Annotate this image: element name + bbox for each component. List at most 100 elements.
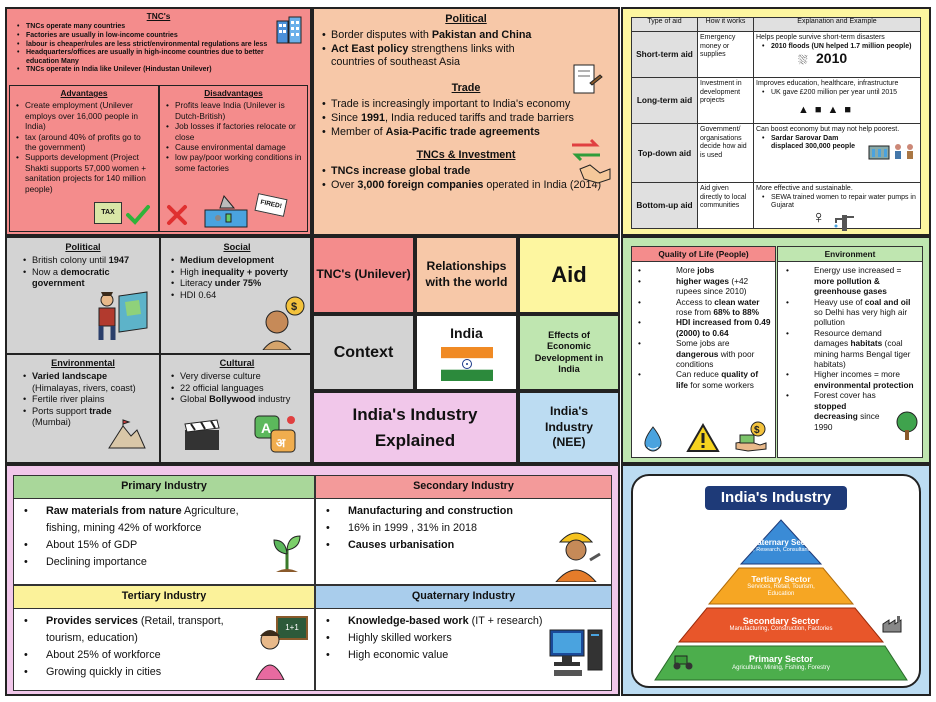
female-symbol-icon: ♀ (812, 206, 826, 227)
primary-point: About 15% of GDP (24, 537, 264, 554)
tncs-point: labour is cheaper/rules are less strict/… (17, 41, 272, 50)
pyramid-level-desc: Agriculture, Mining, Fishing, Forestry (732, 665, 830, 671)
hub-title[interactable]: India's Industry Explained (312, 391, 518, 464)
tnc-investment-point: TNCs increase global trade (322, 165, 610, 179)
advantages-points: Create employment (Unilever employs over… (10, 98, 158, 194)
hub-relationships[interactable]: Relationships with the world (415, 236, 518, 314)
quality-point: Some jobs are dangerous with poor condit… (638, 338, 771, 369)
factory-icon (882, 616, 902, 633)
relationships-tnc-points: TNCs increase global trade Over 3,000 fo… (314, 163, 618, 193)
aid-how: Government/ organisations decide how aid… (697, 123, 754, 183)
hub-effects[interactable]: Effects of Economic Development in India (518, 314, 620, 391)
context-social-point: High inequality + poverty (171, 267, 309, 279)
aid-row: Short-term aid Emergency money or suppli… (631, 30, 921, 79)
pyramid-level-quaternary: Quaternary Sector IT, Research, Consulta… (741, 538, 821, 554)
secondary-point: Causes urbanisation (326, 537, 551, 554)
environment-point: Higher incomes = more environmental prot… (786, 369, 918, 390)
secondary-point: Manufacturing and construction (326, 503, 551, 520)
disadvantage-point: low pay/poor working conditions in some … (166, 152, 303, 173)
context-social-points: Medium development High inequality + pov… (161, 253, 310, 301)
cross-icon (167, 205, 187, 225)
context-social: Social Medium development High inequalit… (161, 242, 310, 301)
effects-panel: Quality of Life (People) More jobs highe… (621, 236, 931, 464)
aid-explanation: More effective and sustainable. SEWA tra… (753, 181, 921, 231)
pyramid-level-desc: Services, Retail, Tourism, Education (747, 584, 815, 597)
quaternary-point: High economic value (326, 647, 551, 664)
tertiary-title: Tertiary Industry (14, 586, 314, 609)
aid-row: Bottom-up aid Aid given directly to loca… (631, 181, 921, 231)
context-cultural-point: Global Bollywood industry (171, 394, 309, 406)
school-hospital-icons: ▲■▲■ (798, 104, 858, 117)
aid-how: Investment in development projects (697, 77, 754, 125)
advantages-title: Advantages (60, 88, 108, 98)
context-environmental-title: Environmental (51, 358, 115, 368)
advantage-point: tax (around 40% of profits go to the gov… (16, 132, 154, 153)
pyramid-panel: India's Industry Quaternary Sector IT, R… (621, 464, 931, 696)
aid-table: Type of aid How it works Explanation and… (631, 17, 921, 231)
pyramid-level-name: Quaternary Sector (746, 538, 816, 547)
context-divider-h (7, 353, 310, 355)
tncs-point: TNCs operate many countries (17, 23, 272, 32)
advantage-point: Create employment (Unilever employs over… (16, 100, 154, 131)
trade-point: Since 1991, India reduced tariffs and tr… (322, 112, 610, 126)
pyramid-level-primary: Primary Sector Agriculture, Mining, Fish… (673, 654, 889, 672)
pyramid-level-name: Tertiary Sector (751, 574, 811, 584)
hub-context[interactable]: Context (312, 314, 415, 391)
context-environmental-point: Ports support trade (Mumbai) (23, 406, 155, 429)
tncs-point: TNCs operate in India like Unilever (Hin… (17, 66, 272, 75)
aid-explanation-text: More effective and sustainable. (756, 184, 853, 192)
blackboard-icon: 1+1 (276, 616, 308, 640)
hub-aid[interactable]: Aid (518, 236, 620, 314)
hub-india-label: India (450, 324, 483, 341)
quality-of-life-panel: Quality of Life (People) More jobs highe… (631, 246, 776, 458)
tncs-point: Headquarters/offices are usually in high… (17, 49, 272, 66)
aid-how: Aid given directly to local communities (697, 181, 754, 230)
secondary-point: 16% in 1999 , 31% in 2018 (326, 520, 551, 537)
primary-title: Primary Industry (14, 476, 314, 499)
construction-worker-icon (555, 532, 601, 582)
aid-type: Top-down aid (631, 123, 698, 183)
aid-explanation-text: Helps people survive short-term disaster… (756, 34, 885, 41)
check-icon (126, 205, 150, 225)
aid-explanation: Helps people survive short-term disaster… (753, 30, 921, 79)
disadvantage-point: Job losses if factories relocate or clos… (166, 121, 303, 142)
context-political-point: British colony until 1947 (23, 255, 155, 267)
aid-example: 2010 floods (UN helped 1.7 million peopl… (762, 43, 918, 52)
water-pump-icon (834, 214, 854, 231)
pyramid-title: India's Industry (705, 486, 847, 510)
relationships-trade-points: Trade is increasingly important to India… (314, 96, 618, 139)
context-social-point: Medium development (171, 255, 309, 267)
explorer-map-icon (98, 291, 148, 340)
trade-arrows-icon (572, 138, 600, 162)
aid-header-explanation: Explanation and Example (753, 17, 921, 32)
primary-points: Raw materials from nature Agriculture, f… (14, 499, 314, 571)
context-political-point: Now a democratic government (23, 267, 155, 290)
quaternary-title: Quaternary Industry (316, 586, 611, 609)
relationships-trade-title: Trade (451, 82, 481, 95)
context-social-title: Social (223, 242, 251, 252)
trade-point: Trade is increasingly important to India… (322, 98, 610, 112)
aid-type: Long-term aid (631, 77, 698, 125)
svg-text:अ: अ (276, 436, 286, 450)
fired-sign-icon: FIRED! (254, 193, 288, 217)
context-political-points: British colony until 1947 Now a democrat… (7, 253, 159, 289)
mountain-flag-icon (108, 419, 146, 449)
warning-icon (686, 423, 720, 452)
law-document-icon (573, 64, 603, 94)
hub-nee[interactable]: India's Industry (NEE) (518, 391, 620, 464)
tertiary-point: About 25% of workforce (24, 647, 252, 664)
disadvantage-point: Cause environmental damage (166, 142, 303, 153)
tractor-icon (673, 655, 693, 670)
hub-tncs[interactable]: TNC's (Unilever) (312, 236, 415, 314)
tncs-points: TNCs operate many countries Factories ar… (7, 21, 310, 75)
aid-panel: Type of aid How it works Explanation and… (621, 7, 931, 236)
aid-explanation-text: Can boost economy but may not help poore… (756, 126, 900, 134)
translation-icon: Aअ (254, 415, 296, 453)
environment-points: Energy use increased = more pollution & … (778, 262, 922, 432)
context-political: Political British colony until 1947 Now … (7, 242, 159, 290)
disadvantages-title: Disadvantages (204, 88, 263, 98)
india-flag-icon (440, 346, 493, 381)
primary-point: Declining importance (24, 554, 264, 571)
hub-india[interactable]: India (415, 314, 518, 391)
quaternary-points: Knowledge-based work (IT + research) Hig… (316, 609, 611, 664)
